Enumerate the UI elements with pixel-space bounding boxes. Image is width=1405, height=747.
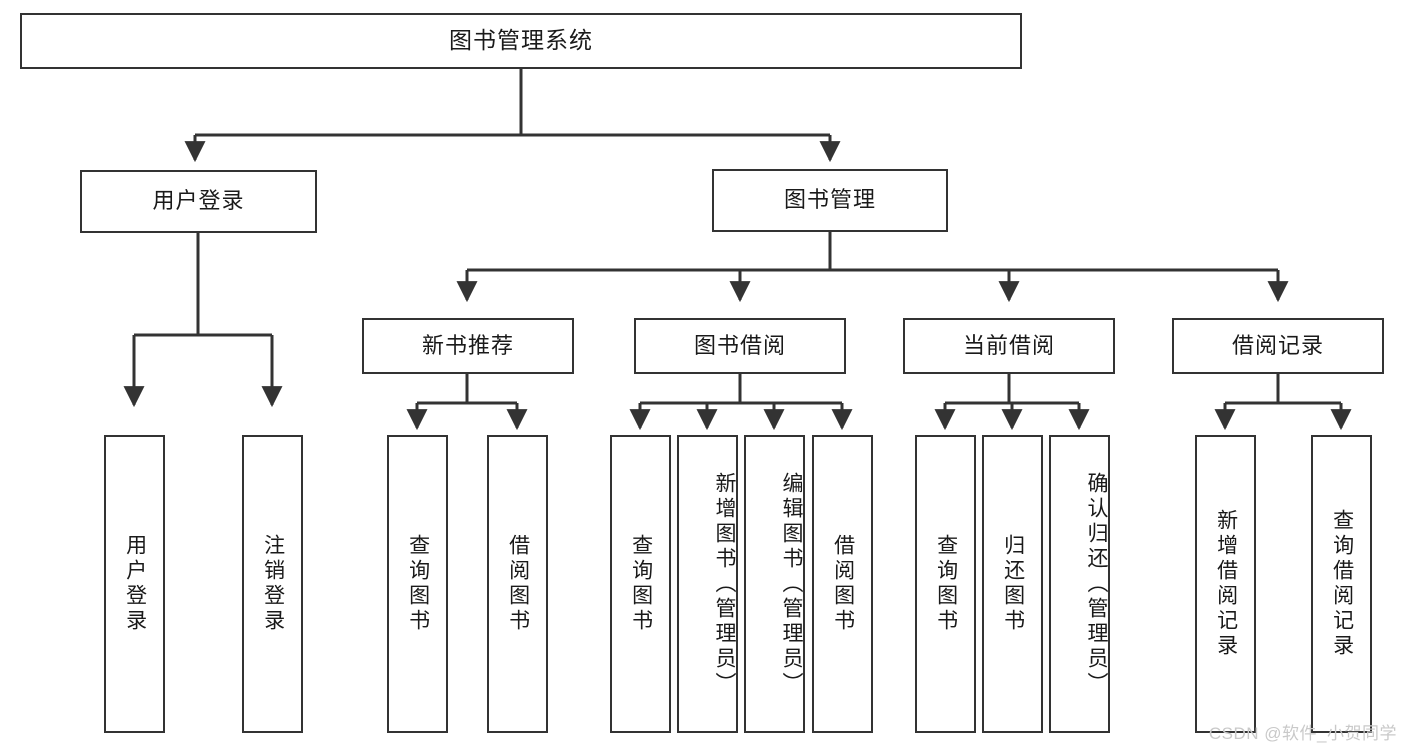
node-current-borrow[interactable]: 当前借阅	[903, 318, 1115, 374]
node-current-borrow-label: 当前借阅	[962, 332, 1055, 358]
leaf-logout[interactable]: 注销登录	[242, 435, 303, 733]
leaf-query-book-3-label: 查询图书	[934, 534, 958, 634]
leaf-edit-book-label: 编辑图书（管理员）	[780, 471, 803, 697]
leaf-query-book-2-label: 查询图书	[629, 534, 653, 634]
leaf-user-login[interactable]: 用户登录	[104, 435, 165, 733]
node-user-login[interactable]: 用户登录	[80, 170, 317, 233]
node-book-manage-label: 图书管理	[783, 187, 876, 213]
node-new-book-recommend[interactable]: 新书推荐	[362, 318, 574, 374]
leaf-query-book-1-label: 查询图书	[406, 534, 430, 634]
leaf-query-record-label: 查询借阅记录	[1330, 509, 1354, 659]
leaf-edit-book[interactable]: 编辑图书（管理员）	[744, 435, 805, 733]
leaf-return-book-label: 归还图书	[1001, 534, 1025, 634]
leaf-query-book-3[interactable]: 查询图书	[915, 435, 976, 733]
leaf-add-book-label: 新增图书（管理员）	[713, 471, 736, 697]
csdn-watermark: CSDN @软件_小贺同学	[1208, 724, 1397, 743]
leaf-add-record[interactable]: 新增借阅记录	[1195, 435, 1256, 733]
leaf-add-book[interactable]: 新增图书（管理员）	[677, 435, 738, 733]
leaf-borrow-book-2[interactable]: 借阅图书	[812, 435, 873, 733]
node-borrow-record[interactable]: 借阅记录	[1172, 318, 1384, 374]
node-borrow-record-label: 借阅记录	[1231, 332, 1324, 358]
node-book-borrow-label: 图书借阅	[693, 332, 786, 358]
node-user-login-label: 用户登录	[152, 188, 245, 214]
leaf-query-book-2[interactable]: 查询图书	[610, 435, 671, 733]
leaf-borrow-book-2-label: 借阅图书	[831, 534, 855, 634]
leaf-confirm-return-label: 确认归还（管理员）	[1085, 471, 1108, 697]
leaf-query-record[interactable]: 查询借阅记录	[1311, 435, 1372, 733]
leaf-logout-label: 注销登录	[261, 534, 285, 634]
leaf-return-book[interactable]: 归还图书	[982, 435, 1043, 733]
node-new-book-recommend-label: 新书推荐	[421, 332, 514, 358]
leaf-borrow-book-1[interactable]: 借阅图书	[487, 435, 548, 733]
leaf-query-book-1[interactable]: 查询图书	[387, 435, 448, 733]
node-root-label: 图书管理系统	[449, 27, 593, 54]
leaf-add-record-label: 新增借阅记录	[1214, 509, 1238, 659]
leaf-borrow-book-1-label: 借阅图书	[506, 534, 530, 634]
leaf-confirm-return[interactable]: 确认归还（管理员）	[1049, 435, 1110, 733]
node-book-borrow[interactable]: 图书借阅	[634, 318, 846, 374]
node-root[interactable]: 图书管理系统	[20, 13, 1022, 69]
node-book-manage[interactable]: 图书管理	[712, 169, 948, 232]
leaf-user-login-label: 用户登录	[123, 534, 147, 634]
